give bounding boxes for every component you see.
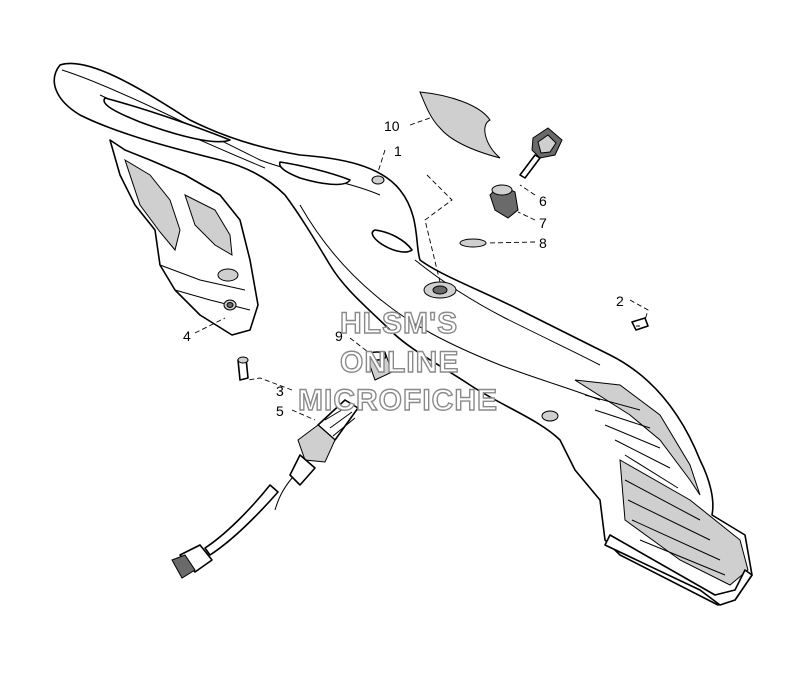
ignition-key-part	[519, 127, 563, 179]
screw-part-2	[631, 317, 649, 331]
ignition-cap-part	[489, 184, 519, 219]
callout-labels: 10 1 6 7 8 2 4 9 3 5	[183, 118, 624, 419]
callout-9: 9	[335, 328, 343, 344]
left-end-bracket	[109, 139, 259, 336]
watermark-line-1: HLSM'S	[340, 307, 458, 340]
leader-lines	[194, 117, 649, 421]
callout-10: 10	[384, 118, 400, 134]
callout-1: 1	[394, 143, 402, 159]
handlebar-cover-part	[53, 62, 753, 606]
callout-7: 7	[539, 215, 547, 231]
watermark-line-2: ONLINE	[340, 346, 459, 379]
bushing-part-9	[367, 351, 393, 381]
callout-8: 8	[539, 235, 547, 251]
callout-4: 4	[183, 328, 191, 344]
right-end-grille	[541, 379, 753, 606]
callout-6: 6	[539, 193, 547, 209]
washer-part	[459, 238, 487, 248]
screw-part-3	[237, 356, 249, 381]
watermark-line-3: MICROFICHE	[298, 384, 498, 417]
callout-3: 3	[276, 383, 284, 399]
callout-5: 5	[276, 403, 284, 419]
watermark: HLSM'S ONLINE MICROFICHE	[297, 306, 498, 417]
ignition-switch-part	[171, 399, 359, 579]
callout-2: 2	[616, 293, 624, 309]
decal-part-10	[419, 91, 501, 159]
